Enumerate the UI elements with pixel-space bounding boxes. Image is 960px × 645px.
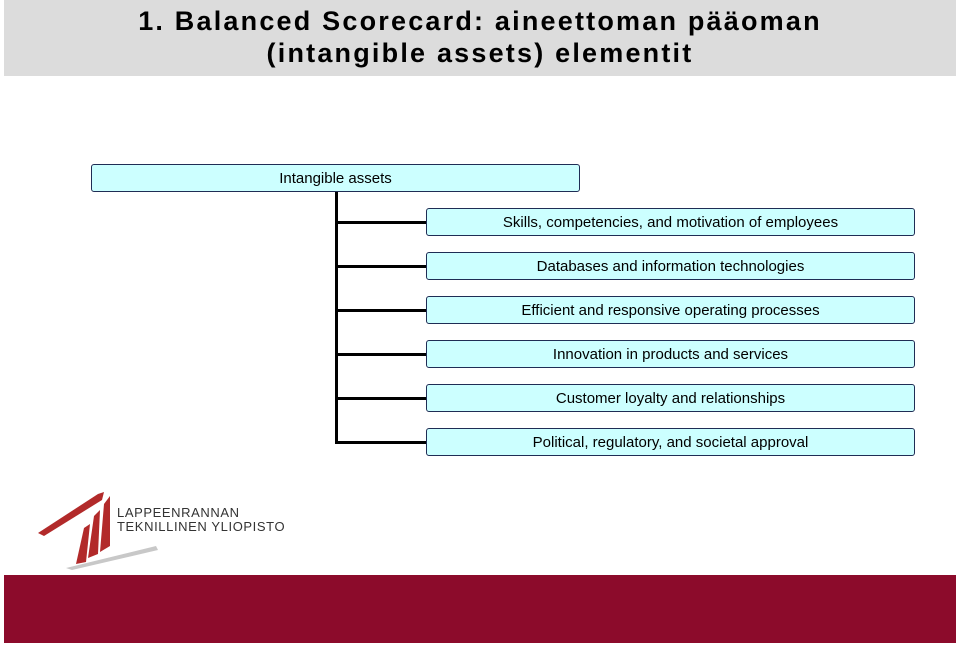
branch-line-4 [335, 353, 426, 356]
page-title-line-2: (intangible assets) elementit [266, 38, 694, 68]
child-node-innovation: Innovation in products and services [426, 340, 915, 368]
tree-trunk-line [335, 192, 338, 443]
university-logo-icon [38, 492, 158, 570]
root-node-intangible-assets: Intangible assets [91, 164, 580, 192]
branch-line-5 [335, 397, 426, 400]
branch-line-2 [335, 265, 426, 268]
child-node-databases: Databases and information technologies [426, 252, 915, 280]
logo-text-line-2: TEKNILLINEN YLIOPISTO [117, 519, 286, 534]
branch-line-3 [335, 309, 426, 312]
title-band: 1. Balanced Scorecard: aineettoman pääom… [4, 0, 956, 76]
logo-text-line-1: LAPPEENRANNAN [117, 505, 240, 520]
branch-line-1 [335, 221, 426, 224]
page-title-line-1: 1. Balanced Scorecard: aineettoman pääom… [138, 6, 822, 36]
child-node-skills: Skills, competencies, and motivation of … [426, 208, 915, 236]
child-node-customer-loyalty: Customer loyalty and relationships [426, 384, 915, 412]
branch-line-6 [335, 441, 426, 444]
footer-band [4, 575, 956, 643]
child-node-processes: Efficient and responsive operating proce… [426, 296, 915, 324]
child-node-political-approval: Political, regulatory, and societal appr… [426, 428, 915, 456]
